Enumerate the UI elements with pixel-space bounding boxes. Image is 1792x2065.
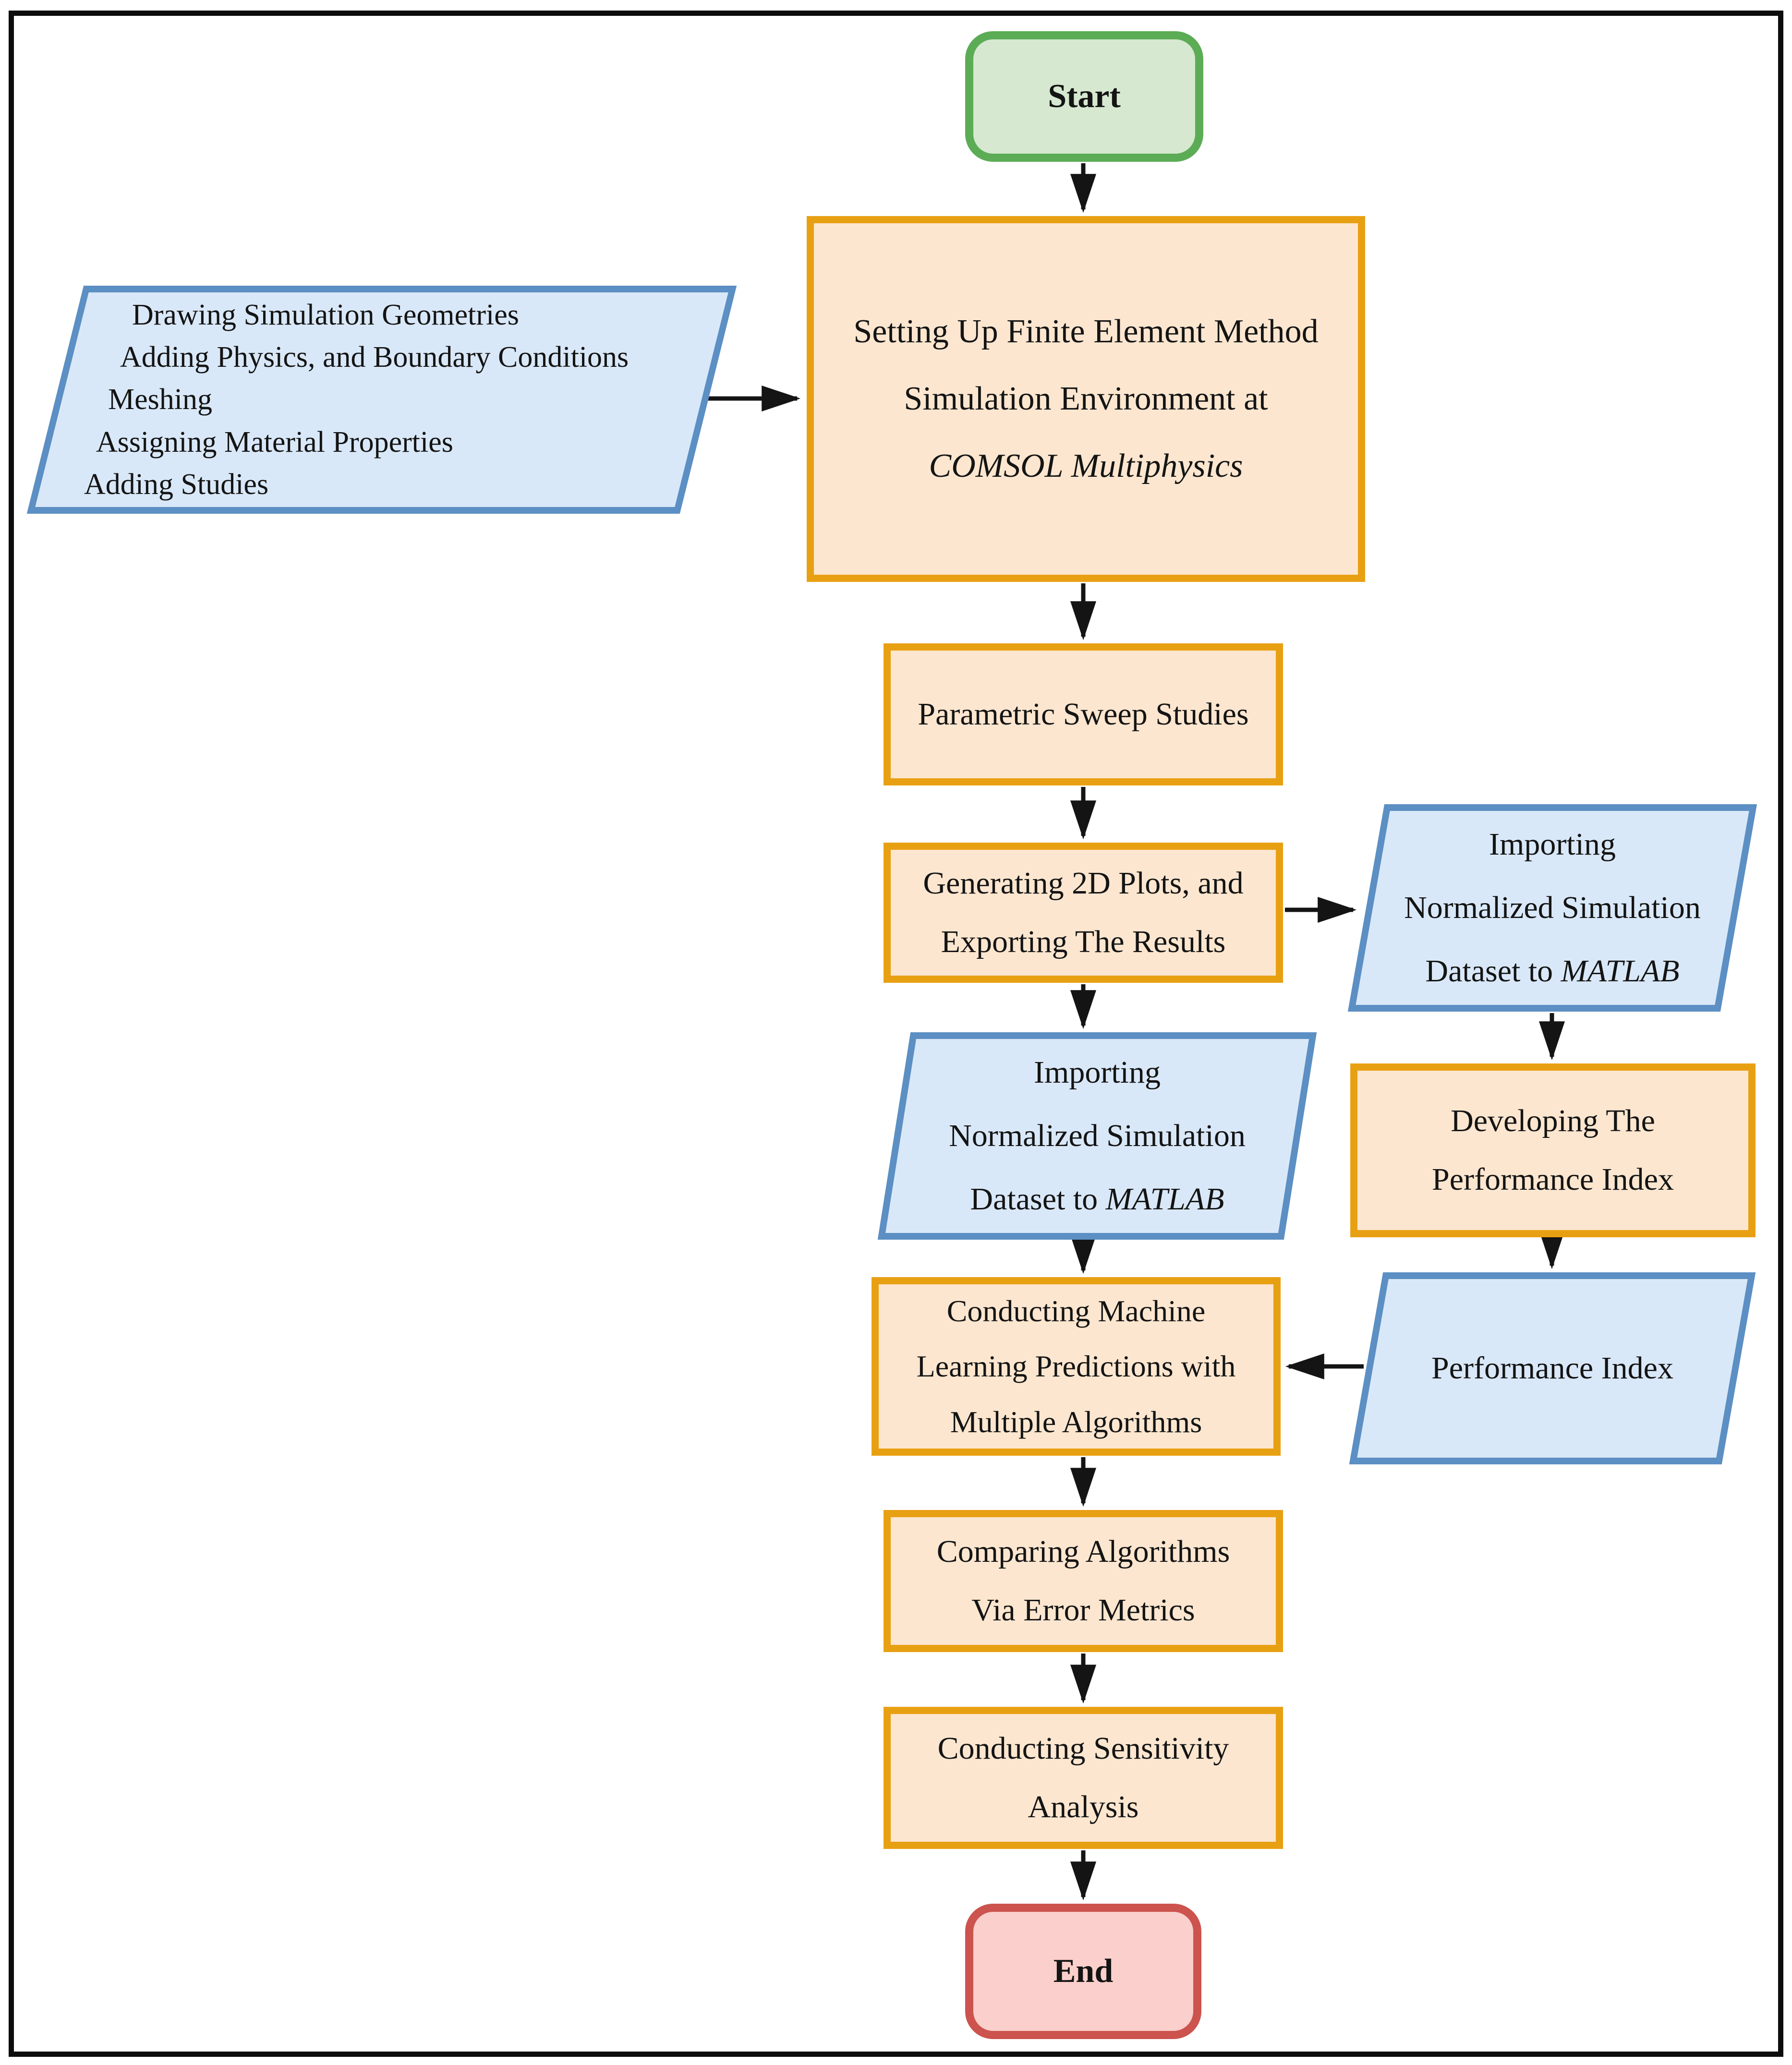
ml-predictions-text: Conducting Machine Learning Predictions …	[916, 1294, 1236, 1439]
sensitivity-analysis-text: Conducting Sensitivity Analysis	[937, 1730, 1229, 1824]
fem-setup-process: Setting Up Finite Element Method Simulat…	[807, 216, 1365, 582]
develop-performance-index-process: Developing The Performance Index	[1350, 1063, 1756, 1237]
performance-index-text: Performance Index	[1431, 1351, 1673, 1386]
input-line: Drawing Simulation Geometries	[132, 299, 519, 332]
input-line: Adding Physics, and Boundary Conditions	[120, 341, 629, 374]
input-line: Meshing	[108, 383, 212, 416]
sensitivity-analysis-process: Conducting Sensitivity Analysis	[884, 1707, 1283, 1849]
develop-performance-index-text: Developing The Performance Index	[1432, 1103, 1674, 1197]
import-dataset-right-text: Importing Normalized Simulation Dataset …	[1373, 811, 1732, 1005]
import-dataset-right-parallelogram: Importing Normalized Simulation Dataset …	[1347, 804, 1757, 1012]
import-dataset-center-text: Importing Normalized Simulation Dataset …	[901, 1039, 1294, 1233]
parametric-sweep-label: Parametric Sweep Studies	[918, 696, 1249, 732]
compare-algorithms-text: Comparing Algorithms Via Error Metrics	[936, 1534, 1230, 1628]
generate-plots-text: Generating 2D Plots, and Exporting The R…	[923, 865, 1244, 959]
compare-algorithms-process: Comparing Algorithms Via Error Metrics	[884, 1510, 1283, 1652]
generate-plots-process: Generating 2D Plots, and Exporting The R…	[884, 843, 1283, 983]
fem-setup-text: Setting Up Finite Element Method Simulat…	[853, 313, 1319, 484]
end-label: End	[1053, 1953, 1114, 1990]
comsol-inputs-parallelogram: Drawing Simulation Geometries Adding Phy…	[26, 286, 737, 514]
performance-index-parallelogram: Performance Index	[1349, 1272, 1756, 1464]
start-label: Start	[1048, 78, 1121, 115]
parametric-sweep-process: Parametric Sweep Studies	[884, 643, 1283, 785]
ml-predictions-process: Conducting Machine Learning Predictions …	[872, 1277, 1281, 1456]
comsol-inputs-text: Drawing Simulation Geometries Adding Phy…	[62, 292, 702, 507]
end-terminal: End	[965, 1904, 1201, 2039]
input-line: Assigning Material Properties	[96, 425, 453, 459]
dataset-to-matlab-line: Dataset to MATLAB	[970, 1182, 1224, 1217]
dataset-to-matlab-line: Dataset to MATLAB	[1425, 954, 1680, 989]
outer-frame	[9, 11, 1783, 2057]
input-line: Adding Studies	[84, 468, 269, 501]
start-terminal: Start	[965, 31, 1203, 162]
import-dataset-center-parallelogram: Importing Normalized Simulation Dataset …	[877, 1032, 1317, 1240]
